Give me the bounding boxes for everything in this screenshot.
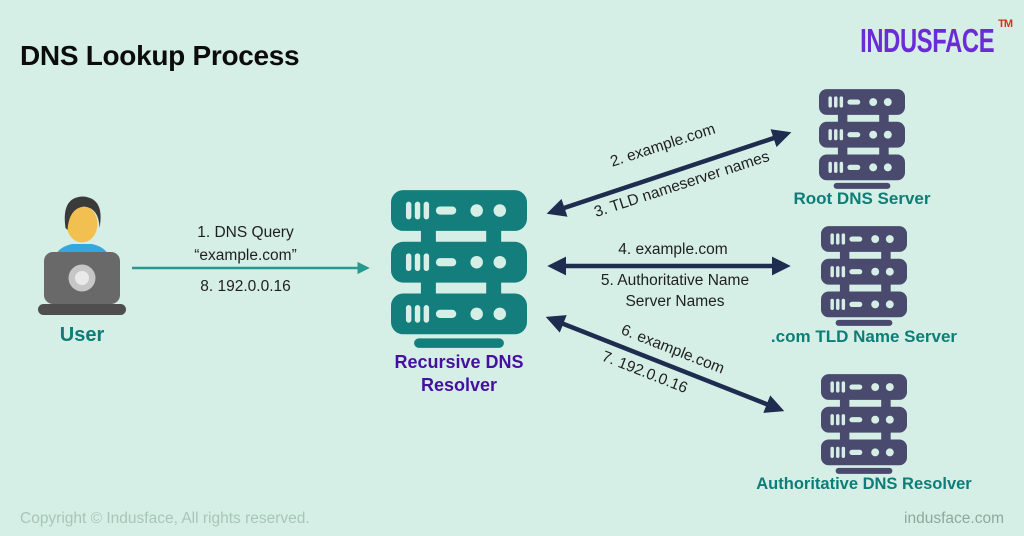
dns-query-label-line1: 1. DNS Query (197, 224, 294, 241)
tld-node-label: .com TLD Name Server (770, 327, 958, 346)
resolver-label-line2: Resolver (420, 375, 498, 396)
page-title: DNS Lookup Process (20, 40, 300, 71)
copyright-text: Copyright © Indusface, All rights reserv… (20, 510, 310, 527)
website-url-text: indusface.com (904, 510, 1004, 527)
root-node-label: Root DNS Server (793, 189, 931, 208)
dns-answer-label: 8. 192.0.0.16 (200, 278, 291, 295)
brand-wordmark: INDUSFACE (859, 22, 994, 59)
arrow-resolver-root (546, 129, 792, 217)
trademark-symbol: TM (998, 18, 1013, 30)
step5-label-line1: 5. Authoritative Name (600, 272, 750, 289)
resolver-label-line1: Recursive DNS (394, 352, 524, 372)
recursive-resolver-server-icon (391, 190, 527, 348)
authoritative-dns-server-icon (821, 374, 907, 474)
step4-label: 4. example.com (618, 241, 728, 258)
person-at-laptop-icon (38, 196, 126, 315)
resolver-node-label: Recursive DNS Resolver (370, 351, 548, 398)
arrow-resolver-authoritative (545, 315, 785, 413)
root-dns-server-icon (819, 89, 905, 189)
step5-label-line2: Server Names (625, 293, 725, 310)
authoritative-node-label: Authoritative DNS Resolver (756, 475, 972, 493)
tld-name-server-icon (821, 226, 907, 326)
dns-query-label-line2: “example.com” (194, 247, 297, 264)
indusface-logo: INDUSFACE TM (808, 18, 1013, 60)
user-node-label: User (59, 324, 105, 346)
